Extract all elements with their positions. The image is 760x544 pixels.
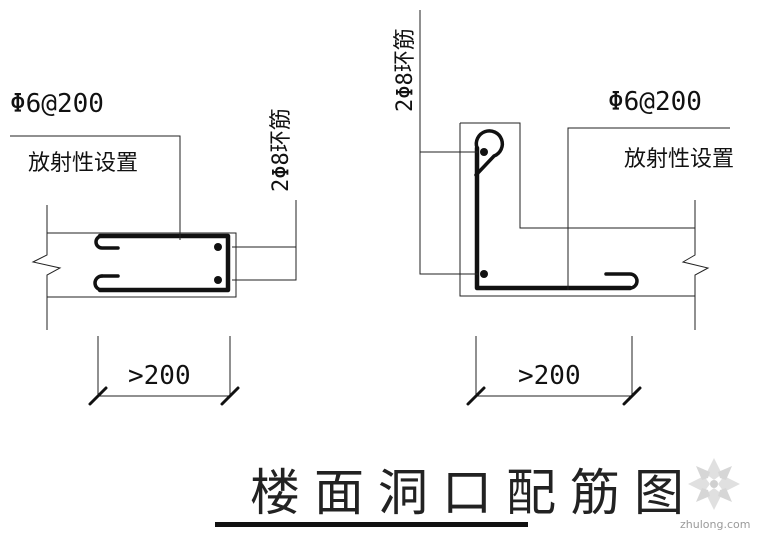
watermark-text: zhulong.com: [680, 518, 750, 531]
right-slab-outline: [460, 122, 695, 229]
right-dim-tick-1: [466, 386, 486, 406]
left-bottom-hook: [93, 274, 104, 292]
right-ring-leader: [419, 151, 478, 275]
right-stirrup-label: Φ6@200: [608, 87, 702, 117]
right-top-hook: [474, 129, 505, 177]
right-bar-dot-top: [480, 148, 488, 156]
left-dim-tick-2: [220, 386, 240, 406]
right-detail: 2Φ8环筋 Φ6@200 放射性设置 >200: [393, 10, 734, 406]
left-dim-tick-1: [88, 386, 108, 406]
left-break-line: [31, 233, 62, 297]
right-dim-tick-2: [622, 386, 642, 406]
right-stirrup-note: 放射性设置: [624, 147, 734, 172]
title-underline: [215, 522, 528, 527]
zhulong-flower-logo-icon: [688, 458, 740, 510]
right-dimension-label: >200: [518, 361, 581, 391]
left-bar-dot-top: [214, 243, 222, 251]
right-slab-outline-bottom: [459, 123, 695, 297]
left-detail: Φ6@200 放射性设置 2Φ8环筋 >200: [10, 89, 297, 406]
left-top-hook: [94, 234, 120, 250]
drawing-title-block: 楼面洞口配筋图: [215, 464, 698, 527]
left-bar-dot-bottom: [214, 276, 222, 284]
left-slab-outline: [46, 205, 237, 330]
drawing-title: 楼面洞口配筋图: [250, 464, 698, 522]
right-end-hook: [604, 272, 639, 290]
right-break-line: [681, 200, 710, 330]
right-ring-bar-label: 2Φ8环筋: [393, 28, 418, 112]
left-stirrup-note: 放射性设置: [28, 151, 138, 176]
right-bar-dot-bottom: [480, 270, 488, 278]
right-ring-bar: [474, 145, 633, 291]
left-stirrup-leader: [10, 135, 181, 240]
left-ring-bar: [97, 233, 231, 293]
right-stirrup-leader: [567, 127, 730, 290]
left-stirrup-label: Φ6@200: [10, 89, 104, 119]
watermark: zhulong.com: [680, 458, 750, 531]
left-ring-leader: [232, 246, 297, 281]
left-dimension-label: >200: [128, 361, 191, 391]
left-ring-bar-label: 2Φ8环筋: [269, 108, 294, 192]
